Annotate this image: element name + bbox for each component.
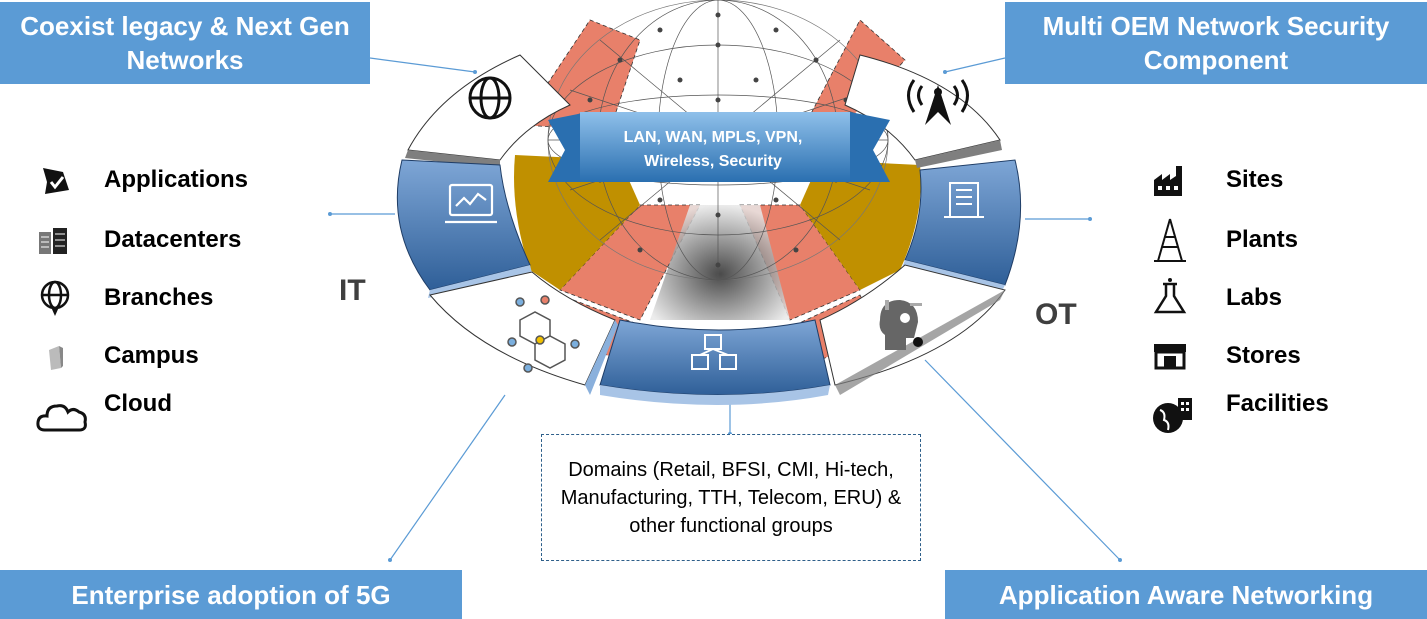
network-globe-icon: [468, 76, 512, 120]
technology-banner: [548, 112, 890, 182]
cubes-icon: [691, 334, 737, 370]
it-label: IT: [339, 274, 366, 307]
cloud-icon: [35, 396, 89, 436]
store-icon: [1150, 336, 1190, 376]
applications-icon: [35, 160, 75, 200]
ring-segment-bottom-center: [599, 319, 831, 396]
center-funnel: [650, 205, 790, 320]
callout-enterprise-5g: Enterprise adoption of 5G: [0, 570, 462, 619]
branch-globe-icon: [35, 278, 75, 318]
monitor-chart-icon: [445, 183, 497, 224]
gold-wedges: [514, 155, 921, 290]
flask-icon: [1150, 278, 1190, 318]
globe-building-icon: [1150, 396, 1200, 436]
tower-icon: [1150, 218, 1190, 262]
connector-lines: [330, 57, 1121, 561]
callout-coexist-legacy: Coexist legacy & Next Gen Networks: [0, 2, 370, 84]
factory-icon: [1150, 160, 1190, 200]
molecule-network-icon: [507, 295, 580, 373]
head-gears-icon: [879, 300, 923, 350]
building-icon: [944, 182, 984, 218]
callout-application-aware: Application Aware Networking: [945, 570, 1427, 619]
antenna-icon: [907, 79, 969, 125]
ot-label: OT: [1035, 298, 1077, 331]
campus-building-icon: [35, 336, 75, 376]
ring-segment-right: [904, 159, 1022, 286]
ring-segment-top-left: [407, 54, 571, 161]
domains-box: Domains (Retail, BFSI, CMI, Hi-tech, Man…: [541, 434, 921, 561]
technology-banner-text: LAN, WAN, MPLS, VPN, Wireless, Security: [623, 129, 803, 170]
datacenter-icon: [35, 220, 75, 260]
callout-multi-oem-security: Multi OEM Network Security Component: [1005, 2, 1427, 84]
